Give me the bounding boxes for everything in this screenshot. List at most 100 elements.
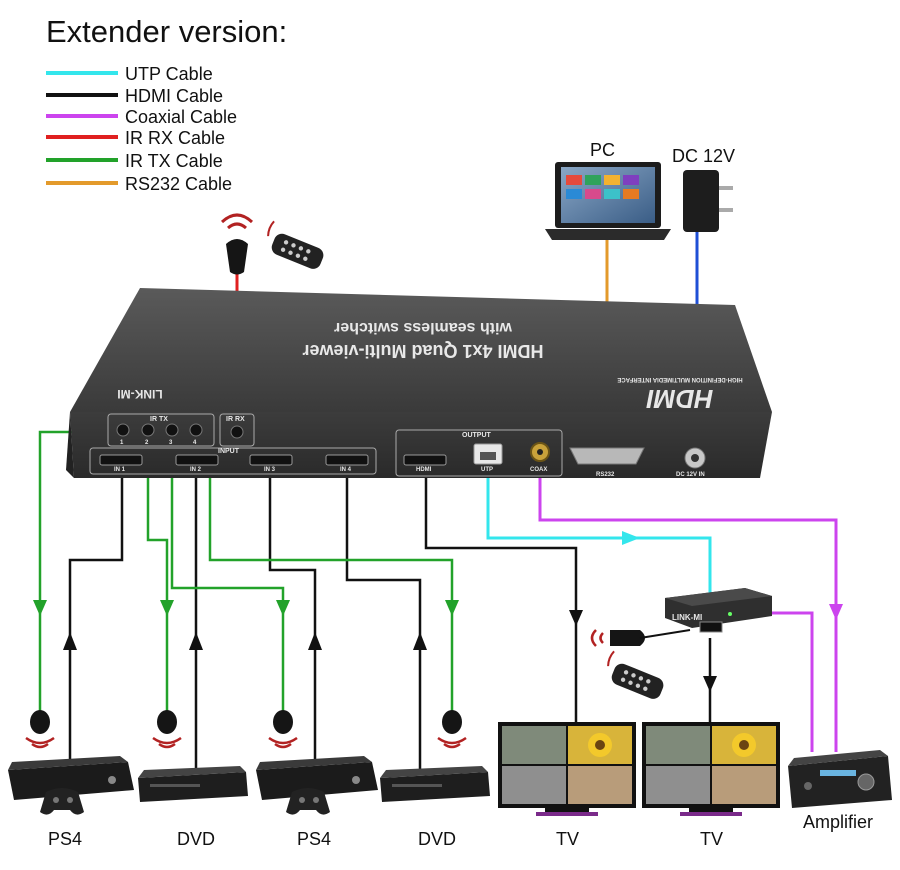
ir-tx-panel: [107, 413, 215, 447]
legend-label-hdmi: HDMI Cable: [125, 86, 223, 106]
ir-tx-port-3[interactable]: 3: [165, 423, 179, 446]
extender-brand: LINK-MI: [672, 613, 702, 622]
legend-label-utp: UTP Cable: [125, 64, 213, 84]
legend-item-ir-rx: IR RX Cable: [46, 128, 225, 148]
switcher-logo: HDMI: [646, 384, 713, 414]
ir-tx-port-3-label: 3: [169, 440, 173, 446]
device-label-tv-2: TV: [700, 829, 723, 849]
legend-label-coax: Coaxial Cable: [125, 107, 237, 127]
legend-item-rs232: RS232 Cable: [46, 174, 232, 194]
ir-rx-label: IR RX: [226, 416, 245, 423]
switcher-box: HDMI 4x1 Quad Multi-viewer with seamless…: [66, 288, 772, 478]
coax-arrow: [829, 604, 843, 620]
dc-in-port[interactable]: DC 12V IN: [676, 447, 706, 478]
ir-tx-port-1[interactable]: 1: [116, 423, 130, 446]
hdmi-in4-arrow: [413, 632, 427, 650]
hdmi-in-3-label: IN 3: [264, 467, 276, 473]
device-label-amplifier: Amplifier: [803, 812, 873, 832]
hdmi-in-1-label: IN 1: [114, 467, 126, 473]
switcher-title-line1: HDMI 4x1 Quad Multi-viewer: [302, 341, 543, 361]
hdmi-in4-cable: [345, 472, 422, 772]
ir-rx-port[interactable]: [230, 425, 244, 439]
legend-label-ir-rx: IR RX Cable: [125, 128, 225, 148]
rs232-label: RS232: [596, 472, 615, 478]
rs232-port[interactable]: RS232: [569, 447, 645, 478]
ir-tx2-cable: [146, 440, 169, 712]
coax-port[interactable]: COAX: [530, 442, 550, 473]
ps4-console-1: [8, 756, 134, 815]
hdmi-in3-cable: [268, 472, 317, 760]
ir-emitter-2: [152, 710, 182, 749]
extender-box: LINK-MI: [665, 588, 772, 633]
ir-tx-port-4-label: 4: [193, 440, 197, 446]
device-label-ps4-2: PS4: [297, 829, 331, 849]
coax-label: COAX: [530, 467, 547, 473]
ir-tx4-cable: [196, 438, 454, 712]
switcher-top: [70, 288, 772, 412]
device-label-dvd-1: DVD: [177, 829, 215, 849]
hdmi-in-2-label: IN 2: [190, 467, 202, 473]
output-panel: [395, 429, 563, 477]
legend-item-utp: UTP Cable: [46, 64, 213, 84]
dvd-player-2: [380, 766, 490, 802]
tv-2: [642, 722, 780, 816]
hdmi-in-4-port[interactable]: IN 4: [325, 454, 369, 473]
coax-cable-2: [760, 611, 814, 752]
hdmi-in3-arrow: [308, 632, 322, 650]
dvd-player-1: [138, 766, 248, 802]
hdmi-in1-arrow: [63, 632, 77, 650]
input-panel: [89, 447, 377, 475]
ir-receiver: [220, 213, 254, 275]
ps4-console-2: [256, 756, 378, 815]
ir-tx2-arrow: [160, 600, 174, 616]
hdmi-out-label: HDMI: [416, 467, 432, 473]
ir-tx-port-4[interactable]: 4: [189, 423, 203, 446]
coax-cable-1: [538, 478, 838, 752]
hdmi-in-3-port[interactable]: IN 3: [249, 454, 293, 473]
ir-emitter-3: [268, 710, 298, 749]
hdmi-in1-cable: [68, 472, 124, 760]
pc-label: PC: [590, 140, 615, 160]
ir-tx1-arrow: [33, 600, 47, 616]
amplifier: [788, 750, 892, 808]
legend-label-ir-tx: IR TX Cable: [125, 151, 223, 171]
input-label: INPUT: [218, 448, 240, 455]
ir-tx-port-2[interactable]: 2: [141, 423, 155, 446]
tv-1: [498, 722, 636, 816]
ir-tx3-arrow: [276, 600, 290, 616]
dc-label: DC 12V: [672, 146, 735, 166]
utp-cable: [486, 478, 712, 598]
switcher-title-line2: with seamless switcher: [334, 319, 513, 336]
ir-emitter-4: [437, 710, 467, 749]
output-label: OUTPUT: [462, 432, 492, 439]
utp-label: UTP: [481, 467, 493, 473]
switcher-brand: LINK-MI: [117, 387, 162, 401]
extender-remote-icon: [607, 650, 664, 699]
remote-icon: [267, 220, 324, 269]
extender-ir-receiver: [590, 629, 691, 647]
dc-in-label: DC 12V IN: [676, 472, 705, 478]
device-label-dvd-2: DVD: [418, 829, 456, 849]
hdmi-in-2-port[interactable]: IN 2: [175, 454, 219, 473]
ir-tx-port-2-label: 2: [145, 440, 149, 446]
ir-tx-port-1-label: 1: [120, 440, 124, 446]
hdmi-in-1-port[interactable]: IN 1: [99, 454, 143, 473]
legend-item-coax: Coaxial Cable: [46, 107, 237, 127]
diagram-title: Extender version:: [46, 14, 287, 49]
hdmi-out-arrow: [569, 610, 583, 626]
legend: UTP Cable HDMI Cable Coaxial Cable IR RX…: [46, 64, 237, 194]
hdmi-out-cable: [424, 478, 578, 722]
device-label-ps4-1: PS4: [48, 829, 82, 849]
hdmi-out-port[interactable]: HDMI: [403, 454, 447, 473]
utp-arrow: [622, 531, 640, 545]
ir-emitter-1: [25, 710, 55, 749]
ir-tx4-arrow: [445, 600, 459, 616]
legend-label-rs232: RS232 Cable: [125, 174, 232, 194]
hdmi-in2-arrow: [189, 632, 203, 650]
switcher-logo-sub: HIGH-DEFINITION MULTIMEDIA INTERFACE: [617, 376, 742, 382]
ir-tx3-cable: [170, 440, 285, 712]
utp-port[interactable]: UTP: [473, 443, 503, 473]
legend-item-hdmi: HDMI Cable: [46, 86, 223, 106]
device-label-tv-1: TV: [556, 829, 579, 849]
